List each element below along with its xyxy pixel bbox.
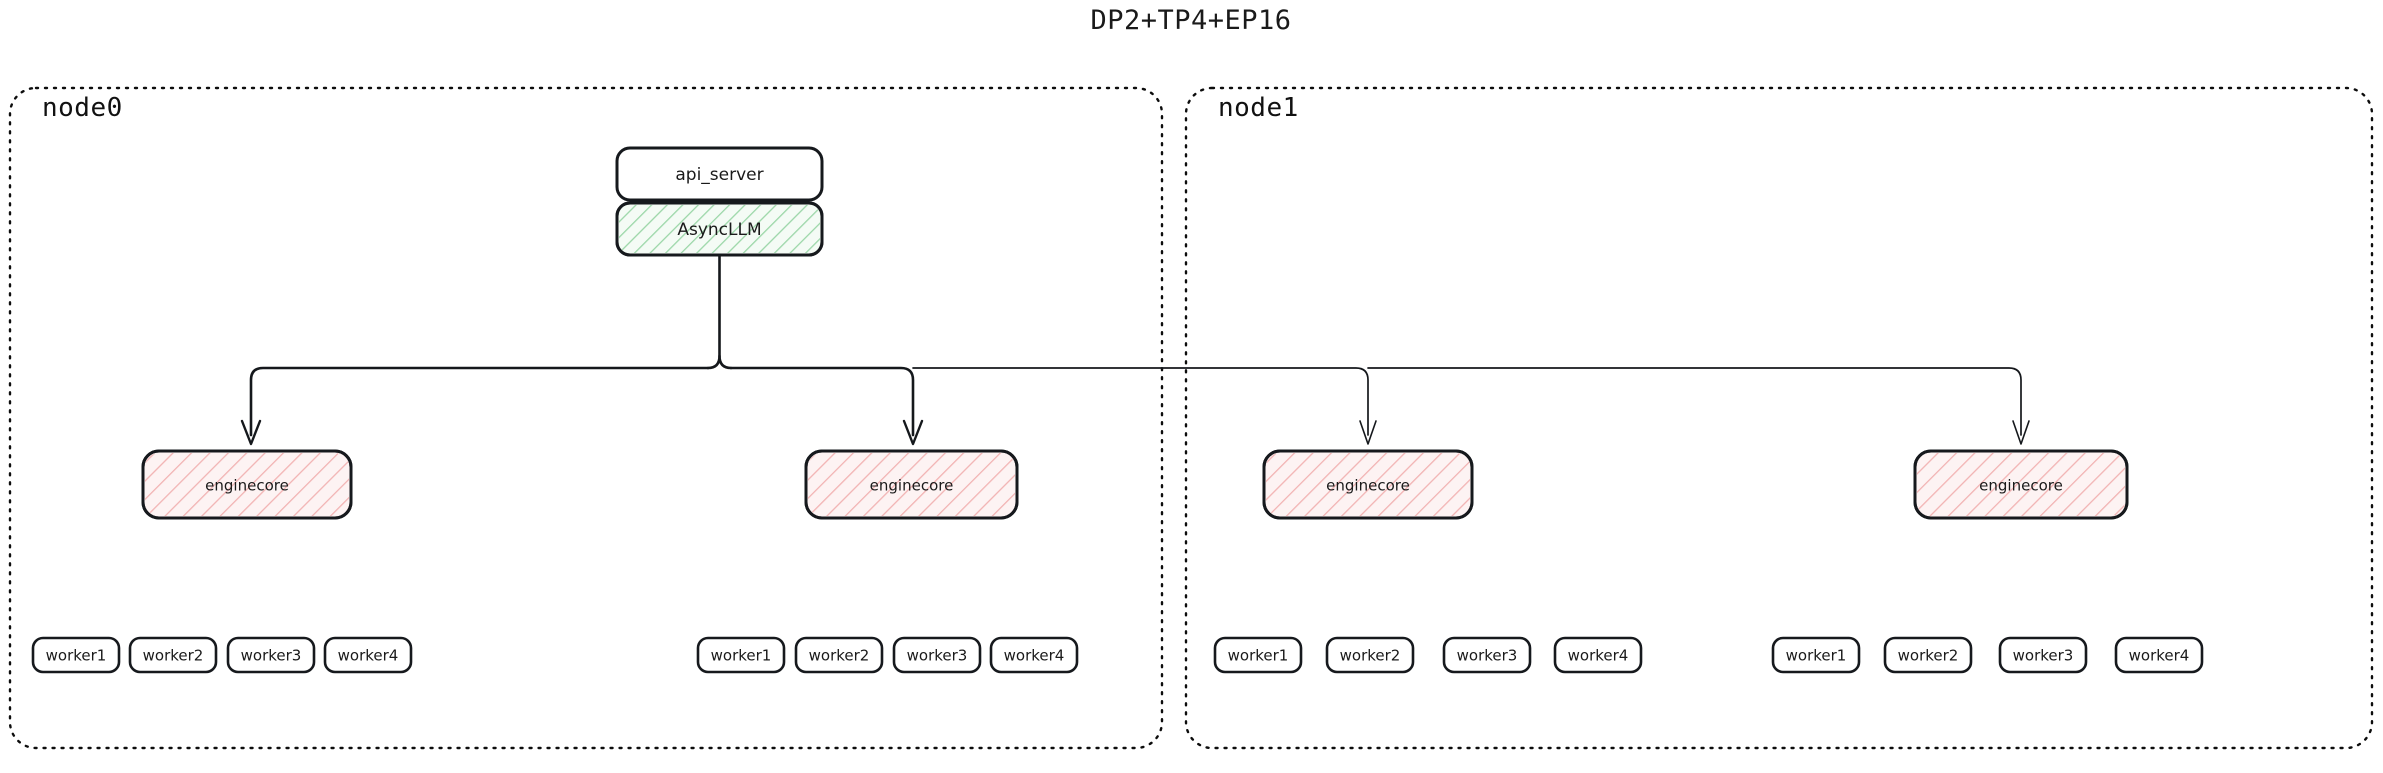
enginecore-node1-0-border — [1262, 449, 1474, 520]
worker-label: worker1 — [711, 647, 772, 665]
worker-row-node0-group1: worker1 worker2 worker3 worker4 — [696, 636, 1079, 674]
worker-box[interactable]: worker2 — [1883, 636, 1973, 674]
node1-frame — [1184, 86, 2374, 750]
async-llm-box[interactable]: AsyncLLM — [615, 201, 824, 257]
worker-box[interactable]: worker4 — [2114, 636, 2204, 674]
worker-label: worker1 — [1228, 647, 1289, 665]
arrowhead-enginecore-0 — [240, 419, 262, 446]
connector-trunk-left-elbow — [706, 354, 721, 370]
enginecore-node1-1-label: enginecore — [1979, 477, 2063, 495]
enginecore-node0-0-label: enginecore — [205, 477, 289, 495]
enginecore-node1-0-label: enginecore — [1326, 477, 1410, 495]
worker-label: worker1 — [46, 647, 107, 665]
connector-to-enginecore-3 — [1367, 367, 2022, 436]
async-llm-hatch-fill — [619, 205, 820, 253]
node0-frame — [8, 86, 1164, 750]
node0-label: node0 — [42, 93, 123, 123]
worker-label: worker2 — [143, 647, 204, 665]
worker-box[interactable]: worker1 — [696, 636, 786, 674]
arrowhead-enginecore-1 — [902, 419, 924, 446]
worker-box-shape[interactable] — [31, 636, 121, 674]
enginecore-node0-0-hatch-fill — [145, 453, 349, 516]
worker-label: worker3 — [1457, 647, 1518, 665]
worker-label: worker4 — [1568, 647, 1629, 665]
worker-box-shape[interactable] — [1998, 636, 2088, 674]
worker-box[interactable]: worker3 — [1442, 636, 1532, 674]
worker-label: worker3 — [2013, 647, 2074, 665]
worker-label: worker4 — [338, 647, 399, 665]
enginecore-node0-0-border — [141, 449, 353, 520]
worker-label: worker2 — [1340, 647, 1401, 665]
connector-group — [240, 254, 2030, 446]
connector-to-enginecore-0 — [249, 366, 710, 437]
enginecore-node0-0[interactable]: enginecore — [141, 449, 353, 520]
arrowhead-enginecore-2 — [1359, 420, 1377, 445]
worker-box[interactable]: worker1 — [1213, 636, 1303, 674]
worker-box[interactable]: worker1 — [31, 636, 121, 674]
worker-box[interactable]: worker2 — [1325, 636, 1415, 674]
worker-label: worker2 — [809, 647, 870, 665]
worker-box-shape[interactable] — [892, 636, 982, 674]
enginecore-node0-1-border — [804, 449, 1019, 520]
api-server-label: api_server — [675, 165, 763, 185]
worker-box-shape[interactable] — [1883, 636, 1973, 674]
enginecore-node0-1-hatch-fill — [808, 453, 1015, 516]
worker-box-shape[interactable] — [323, 636, 413, 674]
arrowhead-enginecore-3 — [2012, 420, 2030, 445]
node1-label: node1 — [1218, 93, 1299, 123]
worker-box-shape[interactable] — [128, 636, 218, 674]
worker-label: worker4 — [1004, 647, 1065, 665]
worker-box-shape[interactable] — [794, 636, 884, 674]
worker-box[interactable]: worker2 — [128, 636, 218, 674]
worker-box[interactable]: worker1 — [1771, 636, 1861, 674]
worker-box[interactable]: worker3 — [226, 636, 316, 674]
async-llm-box-border — [615, 201, 824, 257]
worker-label: worker3 — [907, 647, 968, 665]
worker-box[interactable]: worker2 — [794, 636, 884, 674]
worker-row-node0-group0: worker1 worker2 worker3 worker4 — [31, 636, 413, 674]
worker-box-shape[interactable] — [696, 636, 786, 674]
api-server-box[interactable]: api_server — [615, 146, 824, 202]
worker-label: worker2 — [1898, 647, 1959, 665]
worker-box-shape[interactable] — [226, 636, 316, 674]
worker-box-shape[interactable] — [1771, 636, 1861, 674]
worker-label: worker3 — [241, 647, 302, 665]
worker-box[interactable]: worker3 — [892, 636, 982, 674]
enginecore-node0-1[interactable]: enginecore — [804, 449, 1019, 520]
worker-box[interactable]: worker3 — [1998, 636, 2088, 674]
worker-row-node1-group1: worker1 worker2 worker3 worker4 — [1771, 636, 2204, 674]
enginecore-node1-0[interactable]: enginecore — [1262, 449, 1474, 520]
worker-box[interactable]: worker4 — [323, 636, 413, 674]
worker-box-shape[interactable] — [1213, 636, 1303, 674]
worker-row-node1-group0: worker1 worker2 worker3 worker4 — [1213, 636, 1643, 674]
api-server-box-shape[interactable] — [615, 146, 824, 202]
worker-box[interactable]: worker4 — [1553, 636, 1643, 674]
worker-box-shape[interactable] — [1325, 636, 1415, 674]
connector-trunk — [718, 254, 733, 370]
enginecore-node1-1[interactable]: enginecore — [1913, 449, 2129, 520]
worker-box-shape[interactable] — [1442, 636, 1532, 674]
worker-box[interactable]: worker4 — [989, 636, 1079, 674]
enginecore-node1-0-hatch-fill — [1266, 453, 1470, 516]
enginecore-node1-1-border — [1913, 449, 2129, 520]
worker-box-shape[interactable] — [989, 636, 1079, 674]
connector-to-enginecore-2 — [912, 367, 1369, 436]
worker-box-shape[interactable] — [2114, 636, 2204, 674]
page-title: DP2+TP4+EP16 — [1090, 5, 1291, 36]
worker-label: worker1 — [1786, 647, 1847, 665]
worker-label: worker4 — [2129, 647, 2190, 665]
async-llm-label: AsyncLLM — [677, 220, 761, 240]
connector-to-enginecore-1 — [729, 366, 915, 437]
worker-box-shape[interactable] — [1553, 636, 1643, 674]
enginecore-node0-1-label: enginecore — [870, 477, 954, 495]
enginecore-node1-1-hatch-fill — [1917, 453, 2125, 516]
